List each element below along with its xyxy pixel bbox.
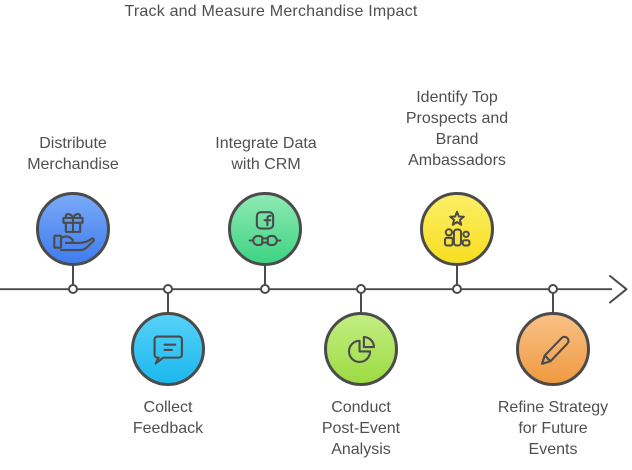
timeline-dot [260,284,270,294]
node-circle-post-event-analysis [324,312,398,386]
node-circle-distribute-merchandise [36,192,110,266]
facebook-plug-icon [248,211,282,247]
node-circle-integrate-data [228,192,302,266]
timeline-dot [452,284,462,294]
connector-line [552,289,554,313]
connector-line [360,289,362,313]
timeline-dot [163,284,173,294]
diagram-title: Track and Measure Merchandise Impact [124,3,418,20]
node-circle-refine-strategy [516,312,590,386]
chat-bubble-icon [153,335,183,365]
connector-line [264,264,266,290]
arrow-head-icon [609,275,628,304]
timeline-dot [548,284,558,294]
pencil-icon [540,335,570,365]
node-label-identify-prospects: Identify Top Prospects and Brand Ambassa… [405,89,509,169]
pie-chart-icon [348,335,375,363]
node-circle-collect-feedback [131,312,205,386]
node-label-collect-feedback: Collect Feedback [132,399,204,437]
connector-line [167,289,169,313]
gift-hand-icon [53,212,95,252]
node-label-post-event-analysis: Conduct Post-Event Analysis [321,399,401,458]
star-people-icon [444,210,471,247]
node-label-refine-strategy: Refine Strategy for Future Events [497,399,609,458]
connector-line [72,264,74,290]
timeline-dot [356,284,366,294]
node-circle-identify-prospects [420,192,494,266]
node-label-integrate-data: Integrate Data with CRM [215,135,317,173]
connector-line [456,264,458,290]
node-label-distribute-merchandise: Distribute Merchandise [27,135,119,173]
timeline-dot [68,284,78,294]
